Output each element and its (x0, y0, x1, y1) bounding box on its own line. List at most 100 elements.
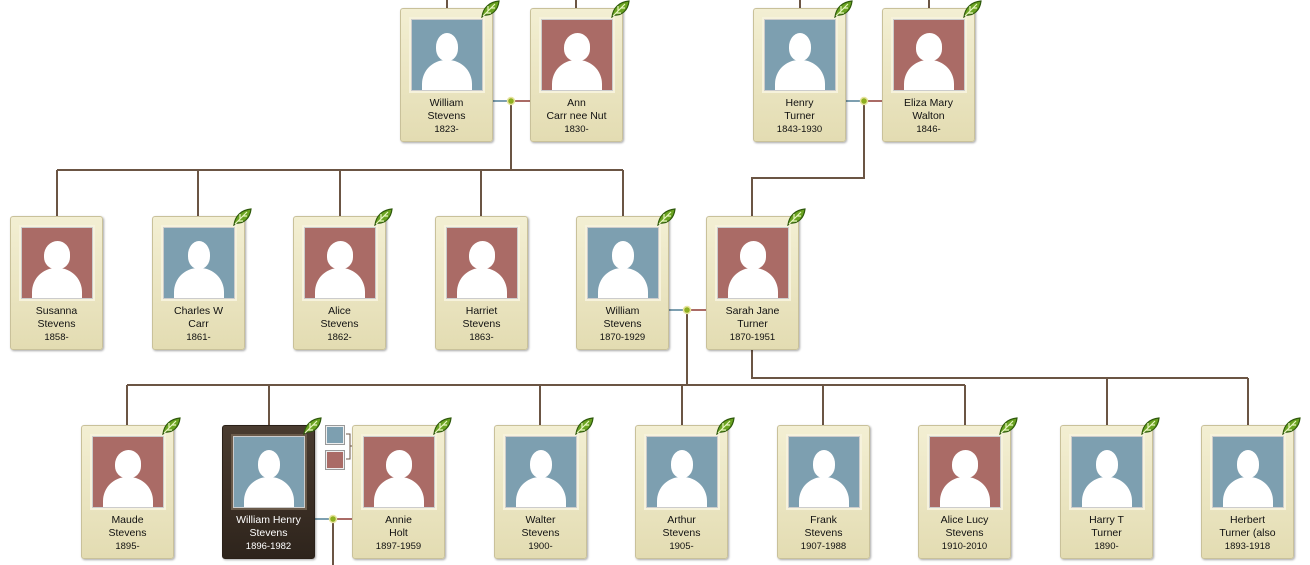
person-last-name: Turner (784, 110, 815, 122)
person-dates: 1900- (528, 541, 553, 552)
hint-leaf-icon[interactable] (715, 417, 735, 435)
person-dates: 1870-1929 (599, 332, 646, 343)
spouse-switch-female[interactable] (325, 450, 345, 470)
female-silhouette-icon (540, 19, 613, 91)
hint-leaf-icon[interactable] (962, 0, 982, 18)
person-first-name: Susanna (35, 305, 78, 317)
person-first-name: Walter (525, 514, 556, 526)
female-silhouette-icon (303, 227, 376, 299)
person-card[interactable]: Arthur Stevens 1905- (635, 417, 735, 559)
spouse-switch-male[interactable] (325, 425, 345, 445)
female-silhouette-icon (91, 436, 164, 508)
person-first-name: Alice Lucy (940, 514, 989, 526)
hint-leaf-icon[interactable] (1140, 417, 1160, 435)
hint-leaf-icon[interactable] (610, 0, 630, 18)
hint-leaf-icon[interactable] (786, 208, 806, 226)
hint-leaf-icon[interactable] (656, 208, 676, 226)
hint-leaf-icon[interactable] (302, 417, 322, 435)
female-silhouette-icon (362, 436, 435, 508)
male-silhouette-icon (1211, 436, 1284, 508)
hint-leaf-icon[interactable] (373, 208, 393, 226)
person-last-name: Stevens (521, 527, 560, 539)
person-first-name: Sarah Jane (725, 305, 780, 317)
person-card[interactable]: Maude Stevens 1895- (81, 417, 181, 559)
person-last-name: Stevens (249, 527, 288, 539)
person-last-name: Stevens (662, 527, 701, 539)
person-first-name: Charles W (173, 305, 223, 317)
hint-leaf-icon[interactable] (1281, 417, 1301, 435)
person-last-name: Carr nee Nut (546, 110, 607, 122)
person-card[interactable]: Harriet Stevens 1863- (435, 216, 528, 350)
female-silhouette-icon (892, 19, 965, 91)
person-last-name: Stevens (945, 527, 984, 539)
person-card[interactable]: William Henry Stevens 1896-1982 (222, 417, 322, 559)
person-dates: 1858- (44, 332, 69, 343)
person-first-name: William (429, 97, 464, 109)
male-silhouette-icon (162, 227, 235, 299)
couple-dot (506, 96, 516, 106)
person-last-name: Stevens (804, 527, 843, 539)
hint-leaf-icon[interactable] (432, 417, 452, 435)
male-silhouette-icon (787, 436, 860, 508)
person-first-name: Arthur (667, 514, 696, 526)
person-dates: 1861- (186, 332, 211, 343)
person-dates: 1890- (1094, 541, 1119, 552)
male-silhouette-icon (410, 19, 483, 91)
person-first-name: Maude (111, 514, 144, 526)
hint-leaf-icon[interactable] (161, 417, 181, 435)
female-silhouette-icon (445, 227, 518, 299)
person-first-name: William Henry (236, 514, 301, 526)
male-silhouette-icon (763, 19, 836, 91)
person-card[interactable]: Sarah Jane Turner 1870-1951 (706, 208, 806, 350)
person-first-name: Harriet (465, 305, 498, 317)
person-card[interactable]: William Stevens 1823- (400, 0, 500, 142)
person-card[interactable]: Walter Stevens 1900- (494, 417, 594, 559)
male-silhouette-icon (586, 227, 659, 299)
person-card[interactable]: Charles W Carr 1861- (152, 208, 252, 350)
person-last-name: Stevens (462, 318, 501, 330)
hint-leaf-icon[interactable] (232, 208, 252, 226)
person-dates: 1905- (669, 541, 694, 552)
person-first-name: Herbert (1229, 514, 1265, 526)
person-last-name: Holt (389, 527, 408, 539)
person-card[interactable]: Frank Stevens 1907-1988 (777, 425, 870, 559)
hint-leaf-icon[interactable] (998, 417, 1018, 435)
person-first-name: Annie (385, 514, 412, 526)
person-dates: 1910-2010 (941, 541, 988, 552)
person-card[interactable]: Susanna Stevens 1858- (10, 216, 103, 350)
person-card[interactable]: William Stevens 1870-1929 (576, 208, 676, 350)
couple-dot (328, 514, 338, 524)
male-silhouette-icon (232, 436, 305, 508)
person-card[interactable]: Eliza Mary Walton 1846- (882, 0, 982, 142)
person-dates: 1863- (469, 332, 494, 343)
person-card[interactable]: Annie Holt 1897-1959 (352, 417, 452, 559)
hint-leaf-icon[interactable] (574, 417, 594, 435)
female-silhouette-icon (716, 227, 789, 299)
person-first-name: Eliza Mary (903, 97, 953, 109)
couple-dot (859, 96, 869, 106)
person-card[interactable]: Alice Lucy Stevens 1910-2010 (918, 417, 1018, 559)
person-first-name: William (605, 305, 640, 317)
person-card[interactable]: Harry T Turner 1890- (1060, 417, 1160, 559)
person-dates: 1846- (916, 124, 941, 135)
person-card[interactable]: Alice Stevens 1862- (293, 208, 393, 350)
person-card[interactable]: Herbert Turner (also 1893-1918 (1201, 417, 1301, 559)
person-first-name: Frank (810, 514, 837, 526)
male-silhouette-icon (1070, 436, 1143, 508)
hint-leaf-icon[interactable] (833, 0, 853, 18)
person-card[interactable]: Henry Turner 1843-1930 (753, 0, 853, 142)
hint-leaf-icon[interactable] (480, 0, 500, 18)
person-card[interactable]: Ann Carr nee Nut 1830- (530, 0, 630, 142)
person-last-name: Walton (912, 110, 945, 122)
person-first-name: Henry (785, 97, 814, 109)
person-dates: 1830- (564, 124, 589, 135)
person-dates: 1843-1930 (776, 124, 823, 135)
person-last-name: Turner (also (1219, 527, 1276, 539)
person-last-name: Turner (1091, 527, 1122, 539)
male-silhouette-icon (645, 436, 718, 508)
male-silhouette-icon (504, 436, 577, 508)
person-first-name: Ann (567, 97, 586, 109)
person-dates: 1823- (434, 124, 459, 135)
person-first-name: Harry T (1089, 514, 1124, 526)
person-last-name: Stevens (108, 527, 147, 539)
